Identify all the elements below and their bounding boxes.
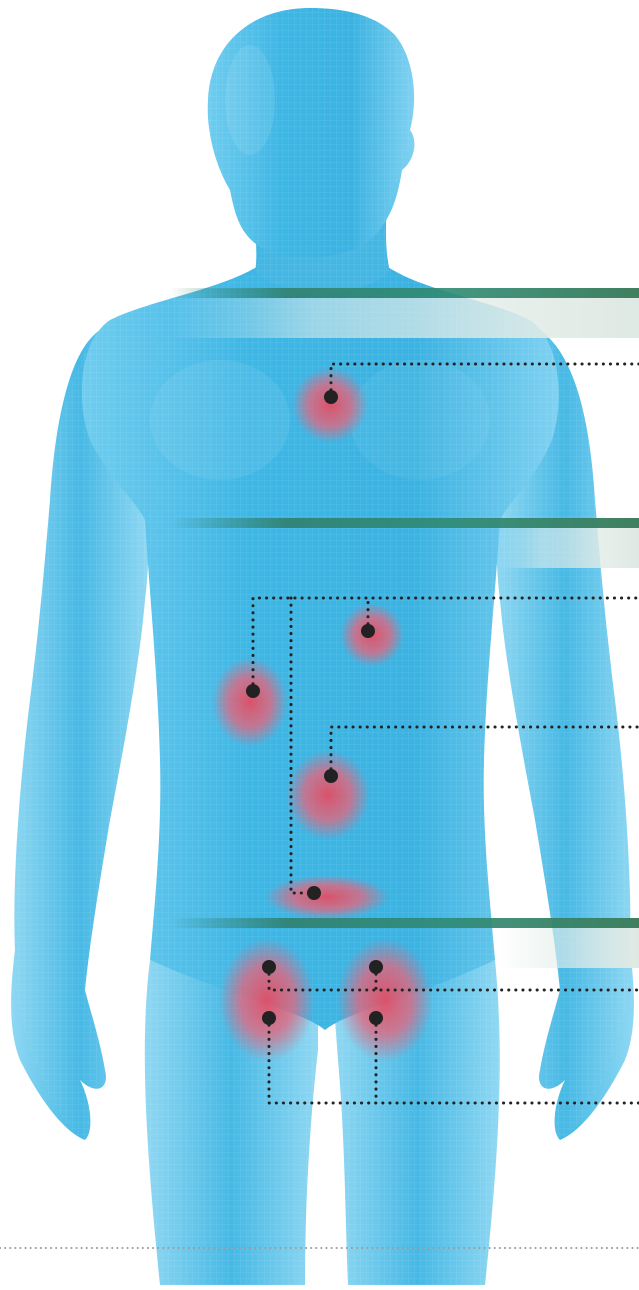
hotspot-right-flank <box>212 657 288 747</box>
marker-groin-left-lower <box>262 1011 276 1025</box>
marker-mid-abdomen <box>324 769 338 783</box>
hotspot-chest <box>292 367 368 443</box>
marker-upper-abdomen <box>361 624 375 638</box>
hotspot-groin-right <box>337 938 433 1062</box>
band-groin-light <box>500 928 639 968</box>
marker-groin-right-lower <box>369 1011 383 1025</box>
marker-groin-left-upper <box>262 960 276 974</box>
marker-chest-center <box>324 390 338 404</box>
marker-lower-abdomen <box>307 886 321 900</box>
hotspot-groin-left <box>219 938 315 1062</box>
body-silhouette <box>11 8 634 1285</box>
band-chest <box>170 288 639 298</box>
band-abdomen <box>170 518 639 528</box>
band-chest-light <box>170 298 639 338</box>
hotspot-lower-abdomen <box>265 875 389 919</box>
hotspot-mid-abdomen <box>286 750 370 840</box>
band-abdomen-light <box>500 528 639 568</box>
band-groin <box>170 918 639 928</box>
marker-groin-right-upper <box>369 960 383 974</box>
marker-right-flank <box>246 684 260 698</box>
